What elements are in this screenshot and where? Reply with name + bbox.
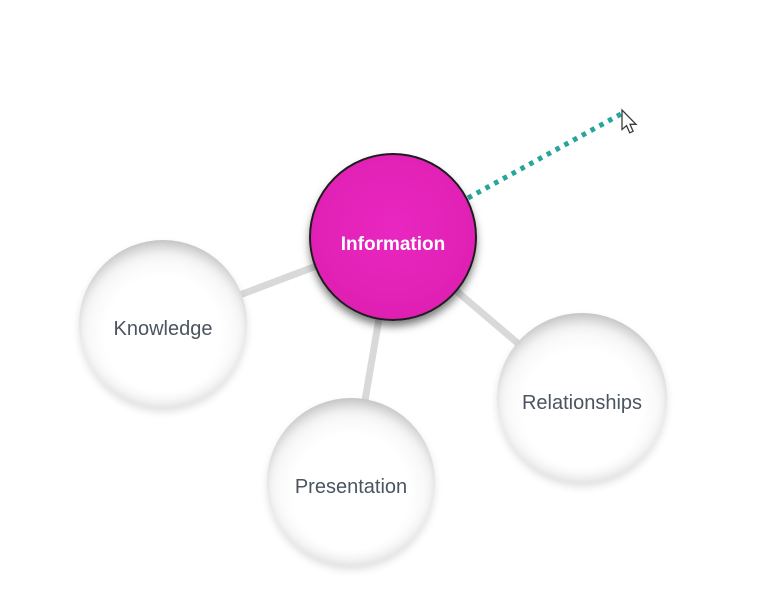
- node-knowledge[interactable]: Knowledge: [79, 240, 247, 408]
- node-presentation[interactable]: Presentation: [267, 398, 435, 566]
- node-label: Information: [340, 233, 446, 255]
- node-relationships[interactable]: Relationships: [497, 313, 667, 483]
- node-information[interactable]: Information: [309, 153, 477, 321]
- node-label: Knowledge: [113, 318, 213, 340]
- node-label: Relationships: [521, 392, 643, 414]
- node-label: Presentation: [294, 476, 408, 498]
